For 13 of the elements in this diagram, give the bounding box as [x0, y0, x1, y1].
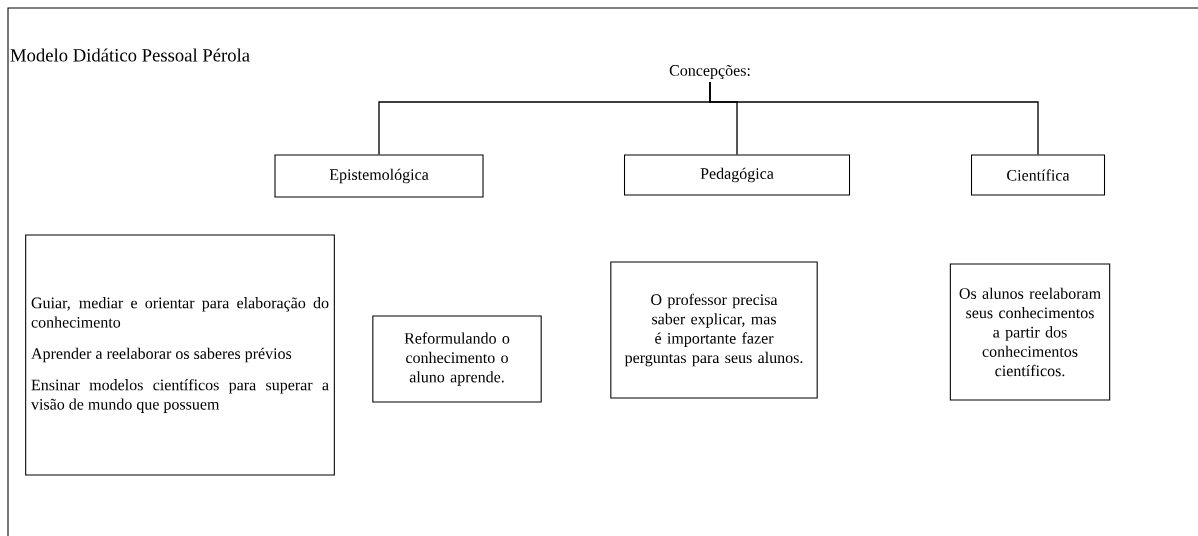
text-box: Reformulando o conhecimento o aluno aprende. [372, 315, 542, 403]
text-box: O professor precisa saber explicar, mas é importante fazer perguntas para seus alunos. [610, 261, 818, 399]
connector-line [709, 81, 1039, 156]
category-box: Pedagógica [623, 154, 851, 196]
category-box: Epistemológica [274, 154, 484, 198]
text-box [25, 234, 335, 476]
title-text: Modelo Didático Pessoal Pérola [10, 48, 250, 62]
paragraph: Guiar, mediar e orientar para elaboração do conhecimento [31, 297, 329, 328]
text-box: Os alunos reelaboram seus conhecimentos a partir dos conhecimentos científicos. [949, 263, 1111, 401]
category-box: Científica [971, 154, 1106, 196]
paragraph: Ensinar modelos científicos para superar a visão de mundo que possuem [31, 378, 329, 413]
heading-text: Concepções: [669, 64, 750, 80]
paragraph: Aprender a reelaborar os saberes prévios [31, 347, 292, 363]
